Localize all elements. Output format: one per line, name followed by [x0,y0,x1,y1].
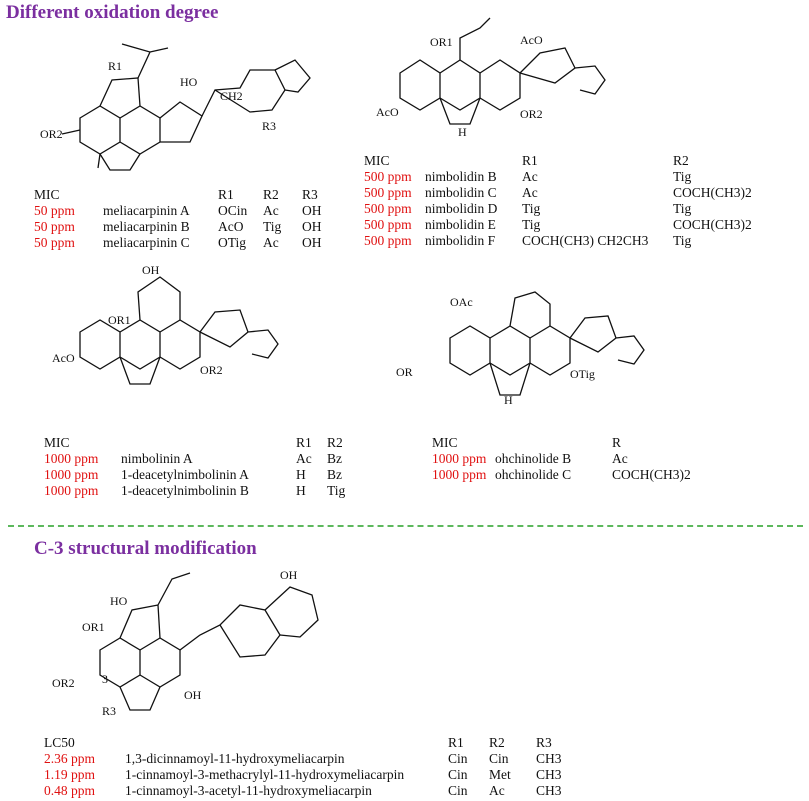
col-header [121,435,296,451]
col-header [103,187,218,203]
meliacarpinin-structure: R1 HO OR2 R3 CH2 [40,43,311,171]
col-header: MIC [34,187,60,202]
label: H [504,393,513,407]
label: 3 [102,672,108,686]
label: OR2 [520,107,543,121]
col-header: R2 [263,187,279,202]
section-divider [8,525,803,527]
label: HO [180,75,198,89]
label: AcO [520,33,543,47]
label: OR1 [82,620,105,634]
label: R1 [108,59,122,73]
ohchinolide-structure: OAc OR OTig H [396,291,645,407]
label: R3 [262,119,276,133]
col-header: R2 [327,435,343,450]
label: OR [396,365,413,379]
col-header: R2 [489,735,505,750]
label: OR2 [52,676,75,690]
col-header: R1 [522,153,538,168]
col-header: MIC [364,153,390,168]
label: OR1 [430,35,453,49]
col-header: MIC [44,435,70,450]
col-header: R [612,435,622,450]
label: R3 [102,704,116,718]
section-title-c3: C-3 structural modification [34,538,257,559]
col-header: R1 [296,435,312,450]
label: AcO [52,351,75,365]
label: OR1 [108,313,131,327]
label: OTig [570,367,595,381]
col-header: R3 [302,187,318,202]
label: AcO [376,105,399,119]
label: H [458,125,467,139]
col-header [125,735,448,751]
label: OH [280,568,298,582]
hydroxymeliacarpin-structure: HO OH OR1 OR2 3 R3 OH [52,568,319,718]
nimbolinin-structure: OH OR1 AcO OR2 [52,263,279,385]
col-header: LC50 [44,735,75,750]
label: CH2 [220,89,243,103]
nimbolidin-structure: OR1 AcO AcO OR2 H [376,17,606,139]
label: OH [184,688,202,702]
label: OR2 [200,363,223,377]
section-title-oxidation: Different oxidation degree [6,2,219,23]
col-header [495,435,612,451]
col-header: R1 [218,187,234,202]
label: OAc [450,295,473,309]
col-header: R2 [673,153,689,168]
label: OR2 [40,127,63,141]
label: OH [142,263,160,277]
col-header [425,153,522,169]
col-header: R3 [536,735,552,750]
col-header: R1 [448,735,464,750]
label: HO [110,594,128,608]
col-header: MIC [432,435,458,450]
